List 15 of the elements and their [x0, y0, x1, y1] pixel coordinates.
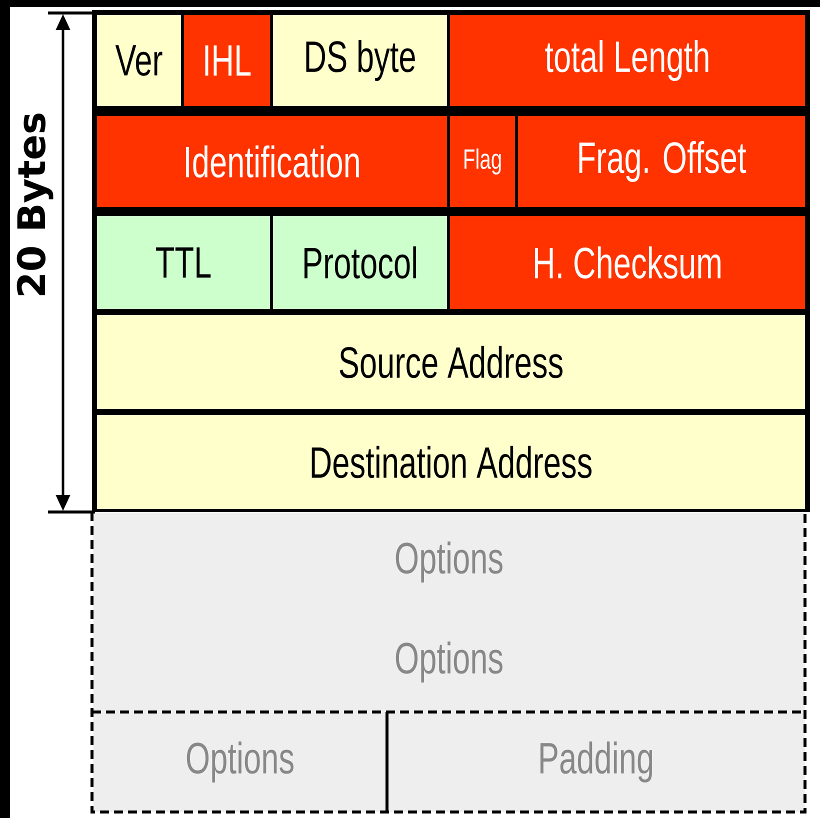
dimension-label: 20 Bytes	[16, 114, 54, 296]
field-cell: DS byte	[273, 15, 447, 106]
field-cell: Destination Address	[97, 415, 805, 509]
field-cell: IHL	[184, 15, 270, 106]
field-cell: Identification	[97, 116, 447, 207]
option-cell: Padding	[387, 712, 805, 812]
field-cell: H. Checksum	[450, 216, 805, 309]
field-cell: Source Address	[97, 315, 805, 409]
field-cell: TTL	[97, 216, 270, 309]
field-cell: Protocol	[273, 216, 447, 309]
field-cell: Flag	[450, 116, 515, 207]
field-cell: total Length	[450, 15, 805, 106]
field-cell: Frag. Offset	[518, 116, 805, 207]
option-cell: Options	[93, 712, 387, 812]
field-cell: Ver	[97, 15, 181, 106]
